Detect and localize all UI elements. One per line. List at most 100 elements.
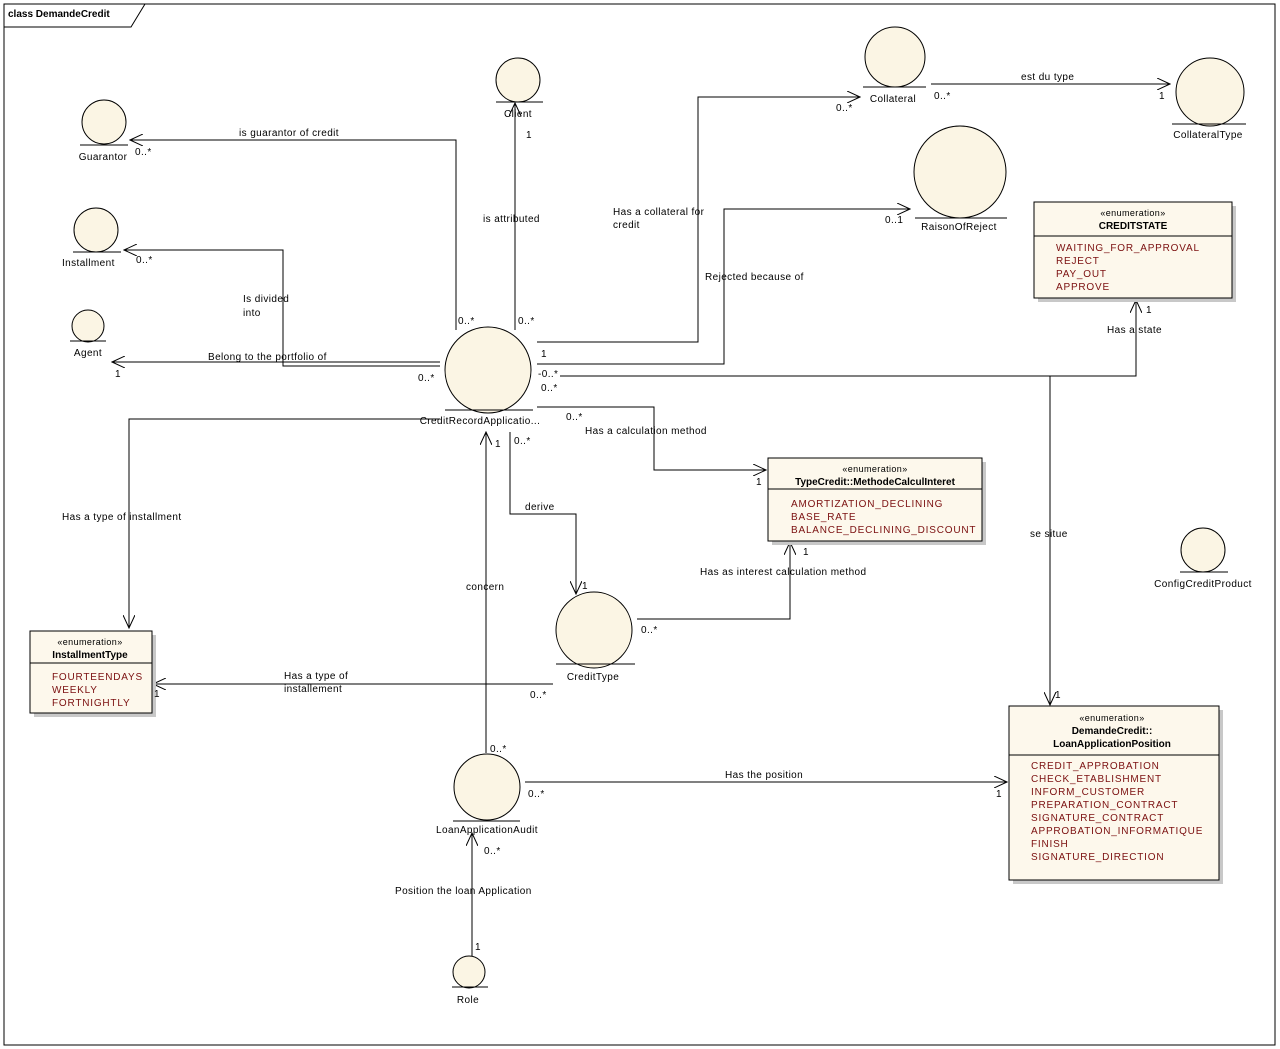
multiplicity: 1 bbox=[475, 942, 481, 953]
multiplicity: -0..* bbox=[538, 369, 558, 380]
assoc-label: concern bbox=[466, 582, 504, 593]
assoc-label: Rejected because of bbox=[705, 272, 804, 283]
multiplicity: 0..* bbox=[418, 373, 435, 384]
entity-credit-record-application[interactable]: CreditRecordApplicatio... bbox=[420, 326, 541, 427]
assoc-label: Has a type of installment bbox=[62, 512, 182, 523]
enum-literal: CHECK_ETABLISHMENT bbox=[1031, 774, 1162, 785]
enum-name: InstallmentType bbox=[52, 650, 128, 661]
stereotype: «enumeration» bbox=[842, 464, 907, 474]
multiplicity: 1 bbox=[1159, 91, 1165, 102]
multiplicity: 1 bbox=[996, 789, 1002, 800]
assoc-label: Has the position bbox=[725, 770, 803, 781]
entity-icon bbox=[452, 955, 486, 989]
multiplicity: 0..1 bbox=[885, 215, 903, 226]
enum-name: LoanApplicationPosition bbox=[1053, 739, 1171, 750]
enum-literal: FINISH bbox=[1031, 839, 1069, 850]
enum-literal: SIGNATURE_CONTRACT bbox=[1031, 813, 1164, 824]
frame-title-tab bbox=[4, 3, 146, 28]
assoc-label: is guarantor of credit bbox=[239, 128, 339, 139]
enum-literal: FOURTEENDAYS bbox=[52, 672, 143, 683]
entity-label: CollateralType bbox=[1173, 130, 1243, 141]
assoc-installment[interactable] bbox=[124, 250, 440, 367]
enum-name: DemandeCredit:: bbox=[1072, 726, 1153, 737]
multiplicity: 1 bbox=[115, 369, 121, 380]
entity-collateral[interactable]: Collateral bbox=[863, 26, 926, 105]
assoc-installment-type[interactable] bbox=[129, 418, 440, 628]
stereotype: «enumeration» bbox=[1100, 208, 1165, 218]
assoc-guarantor[interactable] bbox=[130, 140, 457, 330]
entity-loan-application-audit[interactable]: LoanApplicationAudit bbox=[436, 753, 538, 836]
entity-label: CreditType bbox=[567, 672, 619, 683]
assoc-credit-state[interactable] bbox=[560, 300, 1136, 377]
entity-agent[interactable]: Agent bbox=[70, 309, 106, 359]
entity-icon bbox=[73, 207, 119, 253]
assoc-label: is attributed bbox=[483, 214, 540, 225]
assoc-label: credit bbox=[613, 220, 640, 231]
entity-icon bbox=[1175, 57, 1245, 127]
association-labels: is guarantor of credit 0..* 0..* is attr… bbox=[62, 72, 1165, 953]
entity-icon bbox=[453, 753, 521, 821]
multiplicity: 1 bbox=[526, 130, 532, 141]
enum-literal: CREDIT_APPROBATION bbox=[1031, 761, 1160, 772]
box bbox=[1008, 705, 1220, 881]
entity-guarantor[interactable]: Guarantor bbox=[79, 99, 128, 163]
entity-icon bbox=[444, 326, 532, 414]
entity-credit-type[interactable]: CreditType bbox=[555, 591, 635, 683]
multiplicity: 0..* bbox=[934, 91, 951, 102]
multiplicity: 1 bbox=[154, 689, 160, 700]
multiplicity: 1 bbox=[1146, 305, 1152, 316]
assoc-derive[interactable] bbox=[509, 432, 576, 594]
multiplicity: 0..* bbox=[541, 383, 558, 394]
entity-collateral-type[interactable]: CollateralType bbox=[1172, 57, 1246, 141]
entity-client[interactable]: Client bbox=[495, 57, 543, 120]
multiplicity: 1 bbox=[803, 547, 809, 558]
entity-label: ConfigCreditProduct bbox=[1154, 579, 1252, 590]
entity-raison-of-reject[interactable]: RaisonOfReject bbox=[913, 125, 1007, 233]
enum-name: TypeCredit::MethodeCalculInteret bbox=[795, 477, 955, 488]
entity-config-credit-product[interactable]: ConfigCreditProduct bbox=[1154, 527, 1252, 590]
stereotype: «enumeration» bbox=[57, 637, 122, 647]
enum-literal: PAY_OUT bbox=[1056, 269, 1107, 280]
entity-role[interactable]: Role bbox=[452, 955, 488, 1006]
assoc-label: Is divided bbox=[243, 294, 289, 305]
multiplicity: 0..* bbox=[566, 412, 583, 423]
assoc-calculation-method[interactable] bbox=[537, 406, 766, 470]
entity-label: Installment bbox=[62, 258, 115, 269]
enum-methode-calcul-interet[interactable]: «enumeration» TypeCredit::MethodeCalculI… bbox=[767, 457, 986, 545]
entity-installment[interactable]: Installment bbox=[62, 207, 121, 269]
multiplicity: 1 bbox=[582, 581, 588, 592]
assoc-interest-method[interactable] bbox=[637, 542, 790, 620]
frame-title: class DemandeCredit bbox=[8, 9, 110, 20]
associations bbox=[112, 84, 1170, 958]
enum-literal: FORTNIGHTLY bbox=[52, 698, 130, 709]
enum-literal: PREPARATION_CONTRACT bbox=[1031, 800, 1178, 811]
assoc-raison-of-reject[interactable] bbox=[537, 209, 910, 365]
enum-loan-application-position[interactable]: «enumeration» DemandeCredit:: LoanApplic… bbox=[1008, 705, 1223, 884]
assoc-label: Has a collateral for bbox=[613, 207, 705, 218]
entity-icon bbox=[913, 125, 1007, 219]
assoc-label: into bbox=[243, 308, 261, 319]
assoc-label: Position the loan Application bbox=[395, 886, 532, 897]
multiplicity: 0..* bbox=[458, 316, 475, 327]
enum-credit-state[interactable]: «enumeration» CREDITSTATE WAITING_FOR_AP… bbox=[1033, 201, 1236, 302]
multiplicity: 0..* bbox=[530, 690, 547, 701]
multiplicity: 0..* bbox=[490, 744, 507, 755]
multiplicity: 0..* bbox=[641, 625, 658, 636]
multiplicity: 0..* bbox=[135, 147, 152, 158]
enum-literal: APPROVE bbox=[1056, 282, 1110, 293]
enum-literal: INFORM_CUSTOMER bbox=[1031, 787, 1145, 798]
enum-name: CREDITSTATE bbox=[1099, 221, 1168, 232]
multiplicity: 0..* bbox=[528, 789, 545, 800]
box bbox=[767, 457, 983, 542]
assoc-label: Has a calculation method bbox=[585, 426, 707, 437]
entity-label: RaisonOfReject bbox=[921, 222, 997, 233]
assoc-collateral[interactable] bbox=[537, 97, 860, 343]
box bbox=[29, 630, 153, 714]
enum-installment-type[interactable]: «enumeration» InstallmentType FOURTEENDA… bbox=[29, 630, 156, 717]
enum-literal: WAITING_FOR_APPROVAL bbox=[1056, 243, 1200, 254]
assoc-label: Belong to the portfolio of bbox=[208, 352, 327, 363]
multiplicity: 1 bbox=[495, 439, 501, 450]
entity-icon bbox=[71, 309, 105, 343]
multiplicity: 0..* bbox=[484, 846, 501, 857]
